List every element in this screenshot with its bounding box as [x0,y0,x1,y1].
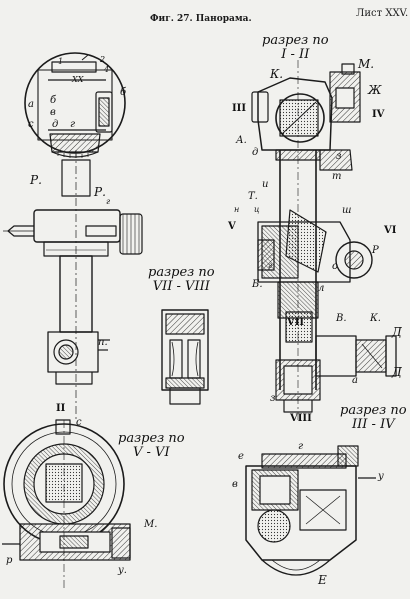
side-view [3,52,143,420]
label-u-right: у [378,471,384,482]
label-dd1: Д [392,325,402,339]
label-bb: В. [336,313,347,324]
label-zh: Ж [368,83,382,97]
section-numerals: I - II [281,47,310,62]
label-d: д [52,119,59,130]
label-u-low: у. [118,565,127,576]
label-r1: Р. [30,173,42,187]
label-ee: Е [318,573,327,587]
label-m: М. [358,57,375,71]
section-caption-vii-viii: разрез по VII - VIII [148,266,215,294]
section-caption-text: разрез по [118,431,185,446]
label-v: в [50,107,56,118]
label-xx: XX [72,75,84,84]
label-l: л [318,283,325,294]
label-alpha: а [352,375,358,386]
section-vii-viii [161,309,209,405]
label-g: г [70,119,76,130]
label-n: п. [98,337,108,348]
label-iii: III [232,103,247,114]
label-r2: Р. [94,185,106,199]
label-e: е [238,451,244,462]
label-tt: Т. [248,191,258,202]
label-g-right: г [298,441,304,452]
label-v-right: в [232,479,238,490]
label-n-sec: н [234,205,240,214]
figure-title: Фиг. 27. Панорама. [150,14,252,24]
label-b2: б [120,87,127,98]
label-vi: VI [384,225,397,236]
label-c: с [28,119,34,130]
label-a: а [28,99,34,110]
label-viii: VIII [290,413,312,424]
label-r: Р [372,245,379,256]
section-numerals: III - IV [352,417,395,432]
section-caption-text: разрез по [148,265,215,280]
label-iv: IV [372,109,385,120]
label-m-low: М. [144,519,158,530]
label-g-side: г [106,197,111,206]
section-caption-text: разрез по [340,403,407,418]
section-caption-iii-iv: разрез по III - IV [340,404,407,432]
label-o: о [332,261,339,272]
label-2: 2 [100,55,106,64]
label-ii: II [56,403,66,414]
label-z2: з [270,393,276,404]
label-vii: VII [287,317,305,328]
label-k: К. [270,67,284,81]
head-circle [24,52,126,154]
section-i-ii [251,60,397,420]
label-v-num: V [228,221,236,232]
label-ts: ц [254,205,260,214]
label-b: б [50,95,57,106]
label-sh: ш [342,205,352,216]
section-caption-i-ii: разрез по I - II [262,34,329,62]
section-v-vi [2,419,131,590]
section-caption-v-vi: разрез по V - VI [118,432,185,460]
label-dd2: Д [392,365,402,379]
label-t: т [332,171,342,182]
label-kk: К. [370,313,381,324]
section-caption-text: разрез по [262,33,329,48]
section-numerals: VII - VIII [152,279,210,294]
section-numerals: V - VI [133,445,170,460]
sheet-number: Лист XXV. [356,8,409,19]
label-i: и [262,179,269,190]
label-c-low: с [76,417,82,428]
label-4: 4 [104,65,110,74]
label-1: 1 [58,57,64,66]
label-r-low: р [6,555,13,566]
label-g-sec: г [268,261,273,270]
label-z: з [336,151,342,162]
label-b-cap: Б. [252,279,263,290]
label-d-sec: д [252,147,259,158]
label-a-cap: А. [236,135,247,146]
section-iii-iv [245,445,376,576]
